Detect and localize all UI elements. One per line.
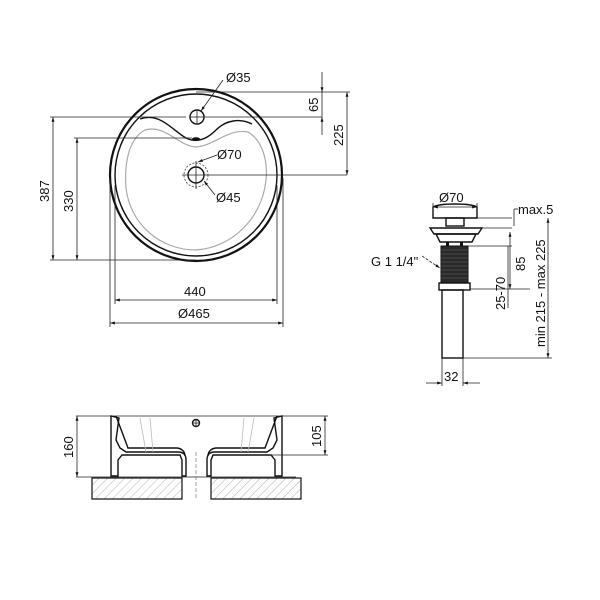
dim-65-label: 65 (306, 98, 321, 112)
dim-160-label: 160 (61, 436, 76, 458)
basin-wall-right (206, 415, 283, 477)
countertop-right (210, 477, 302, 500)
dim-387-label: 387 (37, 180, 52, 202)
top-view: Ø35 Ø70 Ø45 65 225 387 330 440 (37, 70, 350, 327)
dim-225-label: 225 (331, 124, 346, 146)
drain-inner-label: Ø45 (216, 190, 241, 205)
drain-stem (445, 217, 465, 227)
drain-pipe (441, 289, 464, 359)
countertop-left (91, 477, 183, 500)
dim-330-label: 330 (61, 190, 76, 212)
dim-105-label: 105 (309, 425, 324, 447)
max-gap-label: max.5 (518, 202, 553, 217)
drain-flange (428, 227, 484, 235)
dim-465-label: Ø465 (178, 306, 210, 321)
drain-fitting-view: Ø70 max.5 G 1 1/4" 85 25-70 min 215 - ma… (371, 190, 553, 386)
section-view: 160 105 (61, 415, 328, 500)
tap-hole-label: Ø35 (226, 70, 251, 85)
cap-diameter-label: Ø70 (439, 190, 464, 205)
drain-cap (432, 203, 478, 219)
overflow-slot (192, 137, 200, 141)
bowl-inner-outline (125, 128, 267, 251)
dim-85-label: 85 (513, 257, 528, 271)
dim-25-70-label: 25-70 (493, 277, 508, 310)
basin-opening-outline (139, 116, 253, 142)
drain-thread (440, 245, 469, 284)
drain-outer-label: Ø70 (217, 147, 242, 162)
thread-label: G 1 1/4" (371, 254, 419, 269)
pipe-diameter-label: 32 (444, 369, 458, 384)
drain-nut (438, 282, 471, 291)
basin-wall-left (110, 415, 187, 477)
length-range-label: min 215 - max 225 (533, 239, 548, 347)
dim-440-label: 440 (184, 284, 206, 299)
